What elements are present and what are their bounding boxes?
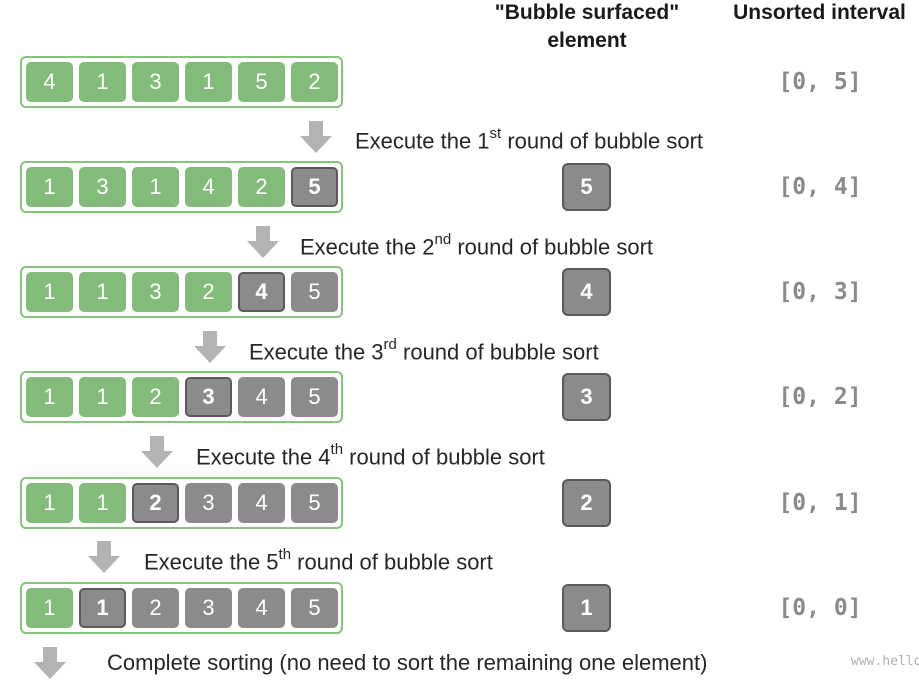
down-arrow-icon <box>34 647 66 679</box>
sorted-cell: 4 <box>238 483 285 523</box>
step-label: Complete sorting (no need to sort the re… <box>107 650 707 676</box>
step-ordinal-suffix: st <box>489 125 502 142</box>
unsorted-cell: 3 <box>79 167 126 207</box>
unsorted-cell: 1 <box>79 377 126 417</box>
down-arrow-icon <box>141 436 173 468</box>
unsorted-cell: 5 <box>238 62 285 102</box>
sorted-cell: 5 <box>291 272 338 312</box>
unsorted-cell: 1 <box>79 62 126 102</box>
step-label-text: Execute the 3 <box>249 339 384 365</box>
unsorted-cell: 3 <box>132 272 179 312</box>
unsorted-cell: 1 <box>132 167 179 207</box>
unsorted-cell: 1 <box>185 62 232 102</box>
surfaced-cell: 1 <box>79 588 126 628</box>
unsorted-cell: 1 <box>26 167 73 207</box>
unsorted-cell: 1 <box>79 272 126 312</box>
unsorted-cell: 1 <box>79 483 126 523</box>
sorted-cell: 3 <box>185 483 232 523</box>
step-label: Execute the 3rd round of bubble sort <box>249 334 599 365</box>
sorted-cell: 2 <box>132 588 179 628</box>
unsorted-cell: 2 <box>238 167 285 207</box>
step-label: Execute the 1st round of bubble sort <box>355 123 703 154</box>
unsorted-cell: 4 <box>185 167 232 207</box>
step-label-text: Execute the 4 <box>196 444 331 470</box>
surfaced-element: 4 <box>562 268 611 316</box>
unsorted-cell: 4 <box>26 62 73 102</box>
step-label-text: round of bubble sort <box>501 128 704 154</box>
down-arrow-icon <box>88 541 120 573</box>
surfaced-cell: 3 <box>185 377 232 417</box>
surfaced-element: 5 <box>562 163 611 211</box>
sorted-cell: 5 <box>291 588 338 628</box>
bubble-surfaced-header-line1: "Bubble surfaced" <box>494 1 680 24</box>
step-ordinal-suffix: nd <box>434 231 452 248</box>
unsorted-interval: [0, 2] <box>778 384 862 410</box>
surfaced-element: 1 <box>562 584 611 632</box>
step-label-text: round of bubble sort <box>343 444 545 470</box>
step-label-text: round of bubble sort <box>396 339 599 365</box>
unsorted-interval: [0, 5] <box>778 69 862 95</box>
step-label: Execute the 2nd round of bubble sort <box>300 229 653 260</box>
unsorted-cell: 2 <box>185 272 232 312</box>
down-arrow-icon <box>247 226 279 258</box>
unsorted-interval: [0, 4] <box>778 174 862 200</box>
step-label-text: Execute the 5 <box>144 549 279 575</box>
unsorted-cell: 3 <box>132 62 179 102</box>
surfaced-cell: 4 <box>238 272 285 312</box>
watermark: www.hello-algo.com <box>851 654 919 669</box>
bubble-surfaced-header-line2: element <box>547 29 627 52</box>
unsorted-interval-header: Unsorted interval <box>733 1 906 24</box>
down-arrow-icon <box>194 331 226 363</box>
step-ordinal-suffix: th <box>330 441 344 458</box>
step-label-text: round of bubble sort <box>291 549 493 575</box>
sorted-cell: 4 <box>238 588 285 628</box>
unsorted-cell: 1 <box>26 588 73 628</box>
down-arrow-icon <box>300 121 332 153</box>
unsorted-interval: [0, 0] <box>778 595 862 621</box>
unsorted-cell: 1 <box>26 377 73 417</box>
unsorted-interval: [0, 3] <box>778 279 862 305</box>
step-ordinal-suffix: rd <box>383 336 397 353</box>
step-label: Execute the 5th round of bubble sort <box>144 544 493 575</box>
sorted-cell: 5 <box>291 483 338 523</box>
sorted-cell: 5 <box>291 377 338 417</box>
unsorted-cell: 1 <box>26 272 73 312</box>
unsorted-cell: 2 <box>132 377 179 417</box>
bubble-surfaced-header: "Bubble surfaced" element <box>470 0 704 55</box>
unsorted-interval: [0, 1] <box>778 490 862 516</box>
surfaced-cell: 5 <box>291 167 338 207</box>
step-label-text: Execute the 2 <box>300 234 435 260</box>
step-ordinal-suffix: th <box>278 546 292 563</box>
step-label-text: Execute the 1 <box>355 128 490 154</box>
step-label-text: round of bubble sort <box>451 234 654 260</box>
surfaced-cell: 2 <box>132 483 179 523</box>
unsorted-cell: 1 <box>26 483 73 523</box>
step-label-text: Complete sorting (no need to sort the re… <box>107 650 708 675</box>
sorted-cell: 4 <box>238 377 285 417</box>
surfaced-element: 2 <box>562 479 611 527</box>
surfaced-element: 3 <box>562 373 611 421</box>
step-label: Execute the 4th round of bubble sort <box>196 439 545 470</box>
unsorted-cell: 2 <box>291 62 338 102</box>
sorted-cell: 3 <box>185 588 232 628</box>
